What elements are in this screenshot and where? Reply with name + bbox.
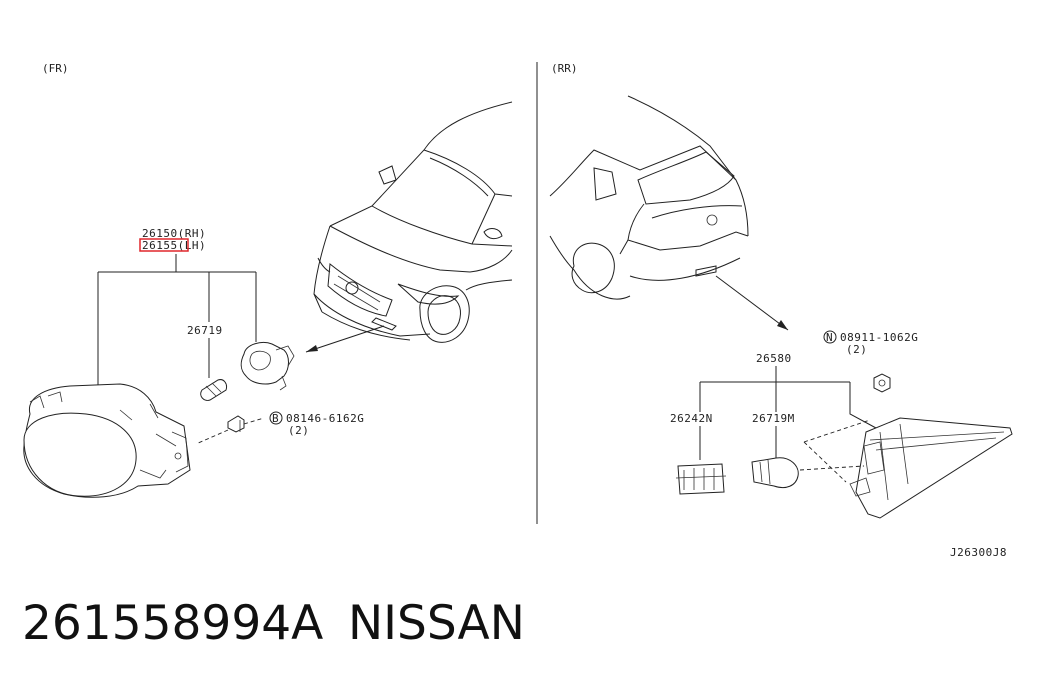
callout-26155-lh: 26155(LH) — [142, 239, 206, 252]
rear-fog-lamp-assembly — [849, 417, 1013, 519]
rear-section-label: (RR) — [551, 62, 578, 75]
callout-26580: 26580 — [756, 352, 792, 365]
callout-26242n: 26242N — [670, 412, 713, 425]
bolt-symbol-b — [269, 411, 283, 425]
nut-symbol-n — [823, 330, 837, 344]
front-bolt — [227, 415, 245, 433]
callout-08146-6162g: 08146-6162G — [286, 412, 364, 425]
callout-26150-rh: 26150(RH) — [142, 227, 206, 240]
fog-lamp-assembly — [23, 383, 191, 498]
front-location-arrow — [305, 325, 385, 353]
front-vehicle-illustration — [313, 101, 513, 343]
diagram-id: J26300J8 — [950, 546, 1007, 559]
callout-bolt-qty: (2) — [288, 424, 309, 437]
fog-lamp-bulb-26719 — [200, 379, 227, 401]
fog-lamp-socket — [240, 341, 295, 391]
callout-26719: 26719 — [187, 324, 223, 337]
callout-nut-qty: (2) — [846, 343, 867, 356]
rear-location-arrow — [715, 275, 789, 331]
part-number: 261558994A — [22, 596, 324, 651]
rear-socket-26242n — [675, 463, 727, 495]
rear-bulb-26719m — [751, 457, 799, 489]
rear-vehicle-illustration — [549, 95, 749, 300]
callout-08911-1062g: 08911-1062G — [840, 331, 918, 344]
svg-text:N: N — [826, 331, 833, 344]
svg-text:B: B — [272, 412, 279, 425]
callout-26719m: 26719M — [752, 412, 795, 425]
brand-name: NISSAN — [348, 596, 525, 651]
rear-nut — [873, 373, 891, 393]
highlight-box — [139, 238, 189, 252]
front-section-label: (FR) — [42, 62, 69, 75]
